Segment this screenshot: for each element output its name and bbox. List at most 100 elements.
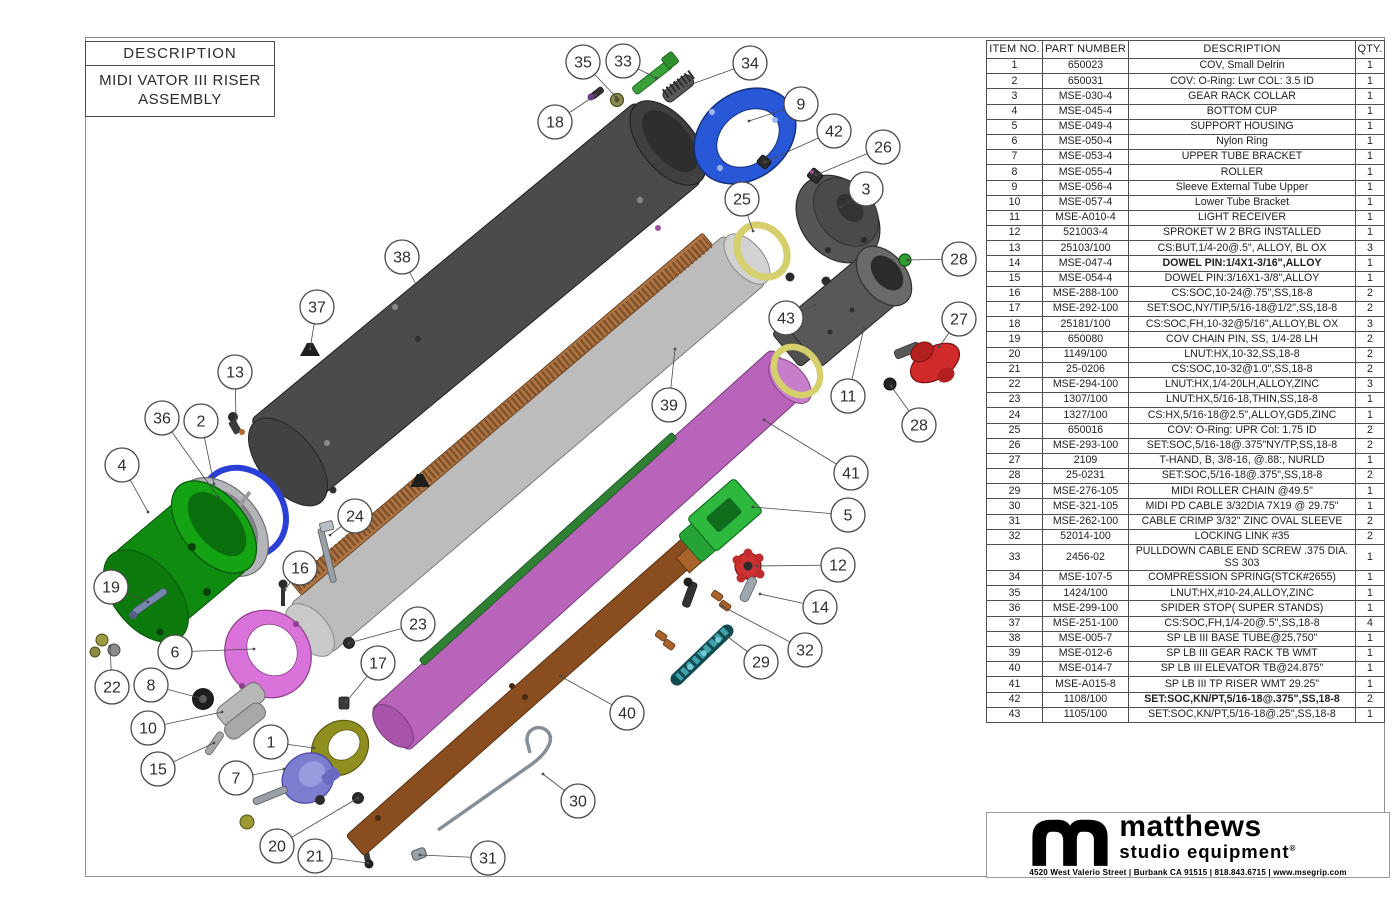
leader-arrow-26: [814, 173, 818, 177]
cell-part-number: MSE-014-7: [1042, 661, 1129, 678]
leader-arrow-7: [282, 767, 286, 771]
cell-item-no: 13: [986, 240, 1043, 257]
cell-item-no: 33: [986, 544, 1043, 571]
cell-part-number: MSE-288-100: [1042, 285, 1129, 303]
leader-arrow-21: [366, 861, 370, 865]
leader-arrow-18: [594, 93, 598, 97]
drawing-title-line1: MIDI VATOR III RISER: [99, 72, 261, 89]
leader-arrow-39: [673, 347, 677, 351]
svg-text:33: 33: [614, 54, 632, 71]
cell-item-no: 19: [986, 331, 1043, 348]
cell-item-no: 40: [986, 661, 1043, 678]
cell-item-no: 3: [986, 88, 1043, 105]
cell-description: SET:SOC,KN/PT,5/16-18@.375",SS,18-8: [1128, 691, 1356, 708]
svg-text:18: 18: [546, 115, 564, 132]
balloon-40: 40: [609, 695, 645, 731]
part-gear-rack-strip: [291, 233, 713, 595]
cell-qty: 1: [1355, 706, 1385, 723]
logo-sub: studio equipment®: [1119, 840, 1297, 862]
cell-qty: 1: [1355, 88, 1385, 105]
cell-item-no: 18: [986, 316, 1043, 333]
part-o-ring-upper-25a: [733, 221, 791, 281]
cell-description: COV, Small Delrin: [1128, 57, 1356, 75]
balloon-21: 21: [297, 838, 333, 874]
cell-description: MIDI ROLLER CHAIN @49.5": [1128, 483, 1356, 500]
leader-arrow-43: [813, 303, 817, 307]
balloon-5: 5: [830, 497, 866, 533]
cell-qty: 1: [1355, 498, 1385, 515]
balloon-20: 20: [259, 828, 295, 864]
cell-item-no: 7: [986, 149, 1043, 166]
balloon-15: 15: [140, 751, 176, 787]
balloon-7: 7: [218, 760, 254, 796]
leader-arrow-3: [839, 205, 843, 209]
svg-text:9: 9: [797, 97, 806, 114]
cell-qty: 1: [1355, 585, 1385, 602]
part-set-screw-28b: [883, 377, 897, 391]
cell-item-no: 16: [986, 285, 1043, 303]
balloon-18: 18: [537, 104, 573, 140]
cell-item-no: 8: [986, 164, 1043, 181]
svg-text:13: 13: [226, 365, 244, 382]
balloon-36: 36: [144, 400, 180, 436]
balloon-38: 38: [384, 239, 420, 275]
cell-description: SET:SOC,KN/PT,5/16-18@.25",SS,18-8: [1128, 706, 1356, 723]
cell-item-no: 20: [986, 346, 1043, 363]
cell-item-no: 12: [986, 225, 1043, 242]
cell-description: LOCKING LINK #35: [1128, 528, 1356, 546]
part-dowel-pin-14: [739, 576, 757, 603]
cell-qty: 2: [1355, 346, 1385, 363]
cell-item-no: 32: [986, 528, 1043, 546]
cell-description: SET:SOC,5/16-18@.375",SS,18-8: [1128, 468, 1356, 485]
registered-mark: ®: [1289, 843, 1297, 853]
cell-item-no: 15: [986, 270, 1043, 287]
balloon-25: 25: [724, 181, 760, 217]
header-qty: QTY.: [1355, 40, 1385, 59]
part-screw-and-nut-lower: [239, 785, 325, 830]
cell-item-no: 9: [986, 179, 1043, 196]
cell-description: CS:HX,5/16-18@2.5",ALLOY,GD5,ZINC: [1128, 407, 1356, 424]
cell-qty: 3: [1355, 316, 1385, 333]
part-screw-18: [587, 86, 604, 101]
cell-qty: 1: [1355, 544, 1385, 571]
svg-text:3: 3: [862, 182, 871, 199]
part-lnuts-22: [89, 633, 121, 658]
leader-arrow-11: [862, 326, 866, 330]
cell-qty: 1: [1355, 118, 1385, 135]
part-nylon-ring-6: [224, 609, 312, 699]
svg-text:15: 15: [149, 762, 167, 779]
leader-arrow-28: [906, 258, 910, 262]
cell-qty: 1: [1355, 270, 1385, 287]
cell-item-no: 11: [986, 209, 1043, 227]
balloon-16: 16: [282, 550, 318, 586]
balloon-27: 27: [941, 301, 977, 337]
cell-item-no: 23: [986, 392, 1043, 409]
cell-description: LNUT:HX,1/4-20LH,ALLOY,ZINC: [1128, 376, 1356, 394]
cell-qty: 4: [1355, 615, 1385, 632]
cell-item-no: 41: [986, 676, 1043, 693]
cell-part-number: MSE-293-100: [1042, 437, 1129, 454]
leader-arrow-20: [356, 796, 360, 800]
part-screw-16: [278, 579, 288, 606]
cell-description: COMPRESSION SPRING(STCK#2655): [1128, 569, 1356, 587]
balloon-43: 43: [768, 300, 804, 336]
balloon-33: 33: [605, 43, 641, 79]
cell-part-number: 25103/100: [1042, 240, 1129, 257]
part-cable-crimps-32: [654, 590, 732, 651]
balloon-24: 24: [337, 498, 373, 534]
cell-description: COV: O-Ring: UPR Col: 1.75 ID: [1128, 422, 1356, 439]
